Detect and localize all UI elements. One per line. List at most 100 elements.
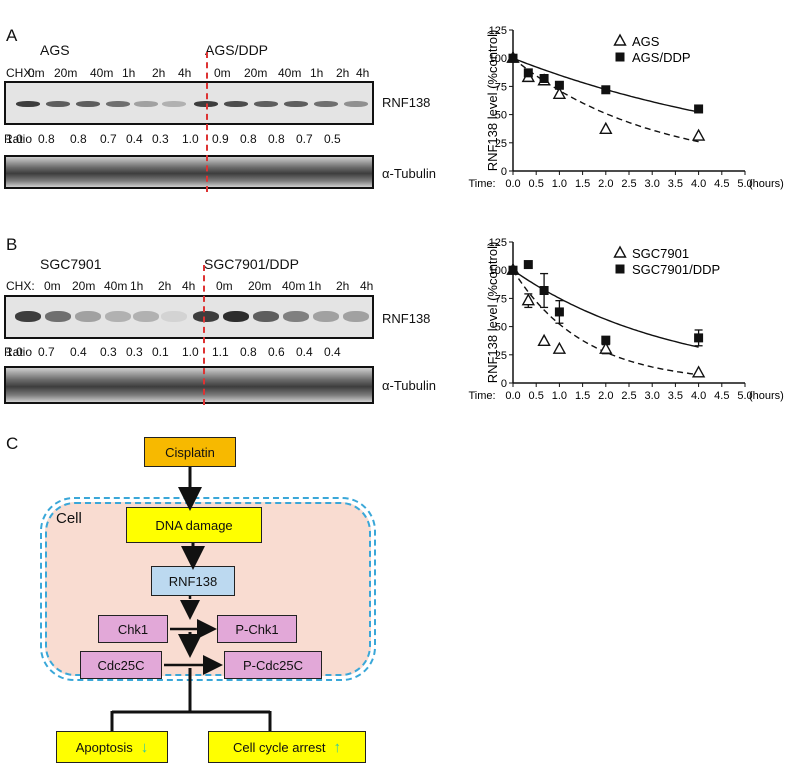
protein-band xyxy=(76,101,100,107)
data-point-SGC7901 xyxy=(691,365,706,378)
data-point-AGS/DDP xyxy=(523,68,533,78)
cisplatin-box: Cisplatin xyxy=(144,437,236,467)
apoptosis-box: Apoptosis ↓ xyxy=(56,731,168,763)
p-cdc25c-box: P-Cdc25C xyxy=(224,651,322,679)
data-point-AGS/DDP xyxy=(539,74,549,84)
ratio-value: 0.7 xyxy=(38,345,55,359)
y-tick-label: 50 xyxy=(495,110,507,122)
legend-marker xyxy=(613,33,627,46)
x-tick-label: 2.0 xyxy=(598,178,613,190)
ratio-value: 0.6 xyxy=(268,345,285,359)
rnf138-band-label: RNF138 xyxy=(382,311,431,326)
legend-label: SGC7901/DDP xyxy=(632,262,720,277)
chx-label: CHX: xyxy=(6,66,35,80)
data-point-AGS xyxy=(599,121,613,134)
data-point-AGS/DDP xyxy=(694,104,704,114)
x-tick-label: 4.5 xyxy=(714,178,729,190)
x-tick-label: 2.5 xyxy=(621,390,636,402)
cell-line-divider xyxy=(203,265,205,405)
x-axis-unit: (hours) xyxy=(749,390,784,402)
fit-curve-SGC7901 xyxy=(512,269,699,376)
fit-curve-AGS xyxy=(512,57,699,143)
y-tick-label: 125 xyxy=(489,25,507,37)
ratio-label: Ratio xyxy=(4,132,33,146)
y-tick-label: 75 xyxy=(495,293,507,305)
data-point-SGC7901/DDP xyxy=(508,265,518,275)
y-axis-label: RNF138 level (%control) xyxy=(485,30,500,172)
ratio-value: 0.5 xyxy=(324,132,341,146)
up-arrow-icon: ↑ xyxy=(333,738,341,756)
protein-band xyxy=(105,311,131,322)
timepoint-label: 4h xyxy=(178,66,192,80)
protein-band xyxy=(193,311,219,322)
timepoint-label: 4h xyxy=(360,279,374,293)
chx-label: CHX: xyxy=(6,279,35,293)
timepoint-label: 40m xyxy=(104,279,128,293)
panel-b-letter: B xyxy=(6,235,18,254)
data-point-SGC7901/DDP xyxy=(554,307,564,317)
x-tick-label: 0.0 xyxy=(505,178,520,190)
ratio-value: 1.0 xyxy=(6,345,23,359)
x-tick-label: 2.5 xyxy=(621,178,636,190)
ratio-value: 0.8 xyxy=(240,345,257,359)
tubulin-blot xyxy=(4,366,374,404)
timepoint-label: 2h xyxy=(336,66,350,80)
timepoint-label: 2h xyxy=(336,279,350,293)
timepoint-label: 0m xyxy=(214,66,231,80)
timepoint-label: 0m xyxy=(216,279,233,293)
timepoint-label: 0m xyxy=(28,66,45,80)
cell-boundary-outer xyxy=(40,497,376,681)
timepoint-label: 40m xyxy=(278,66,302,80)
protein-band xyxy=(223,311,249,322)
x-tick-label: 3.5 xyxy=(668,390,683,402)
x-tick-label: 2.0 xyxy=(598,390,613,402)
ratio-value: 1.0 xyxy=(182,132,199,146)
y-tick-label: 25 xyxy=(495,350,507,362)
data-point-AGS xyxy=(552,86,567,99)
timepoint-label: 40m xyxy=(90,66,114,80)
protein-band xyxy=(133,311,159,322)
cell-line-sgc7901-ddp-label: SGC7901/DDP xyxy=(204,256,299,272)
x-tick-label: 0.5 xyxy=(529,390,544,402)
x-tick-label: 0.5 xyxy=(529,178,544,190)
protein-band xyxy=(224,101,248,107)
timepoint-label: 20m xyxy=(244,66,268,80)
ratio-value: 0.9 xyxy=(212,132,229,146)
timepoint-label: 40m xyxy=(282,279,306,293)
cell-line-divider xyxy=(206,52,208,192)
y-tick-label: 100 xyxy=(489,53,507,65)
protein-band xyxy=(106,101,130,107)
panel-a-letter: A xyxy=(6,26,18,45)
ratio-value: 0.7 xyxy=(296,132,313,146)
protein-band xyxy=(313,311,339,322)
x-tick-label: 3.0 xyxy=(645,178,660,190)
x-tick-label: 1.0 xyxy=(552,178,567,190)
x-tick-label: 4.0 xyxy=(691,178,706,190)
legend-marker xyxy=(615,264,625,274)
data-point-AGS/DDP xyxy=(601,85,611,95)
x-tick-label: 5.0 xyxy=(737,178,752,190)
x-tick-label: 4.0 xyxy=(691,390,706,402)
timepoint-label: 1h xyxy=(310,66,324,80)
timepoint-label: 4h xyxy=(356,66,370,80)
protein-band xyxy=(283,311,309,322)
protein-band xyxy=(45,311,71,322)
protein-band xyxy=(254,101,278,107)
protein-band xyxy=(162,101,186,107)
data-point-SGC7901 xyxy=(521,293,535,306)
y-tick-label: 0 xyxy=(501,378,507,390)
ratio-value: 1.0 xyxy=(182,345,199,359)
protein-band xyxy=(75,311,101,322)
cell-cycle-arrest-box: Cell cycle arrest ↑ xyxy=(208,731,366,763)
ratio-value: 0.1 xyxy=(152,345,169,359)
ratio-value: 1.1 xyxy=(212,345,229,359)
timepoint-label: 20m xyxy=(72,279,96,293)
ratio-value: 1.0 xyxy=(6,132,23,146)
legend-label: SGC7901 xyxy=(632,246,689,261)
legend-label: AGS/DDP xyxy=(632,50,691,65)
protein-band xyxy=(161,311,187,322)
y-tick-label: 125 xyxy=(489,237,507,249)
x-tick-label: 1.0 xyxy=(552,390,567,402)
ratio-value: 0.3 xyxy=(126,345,143,359)
